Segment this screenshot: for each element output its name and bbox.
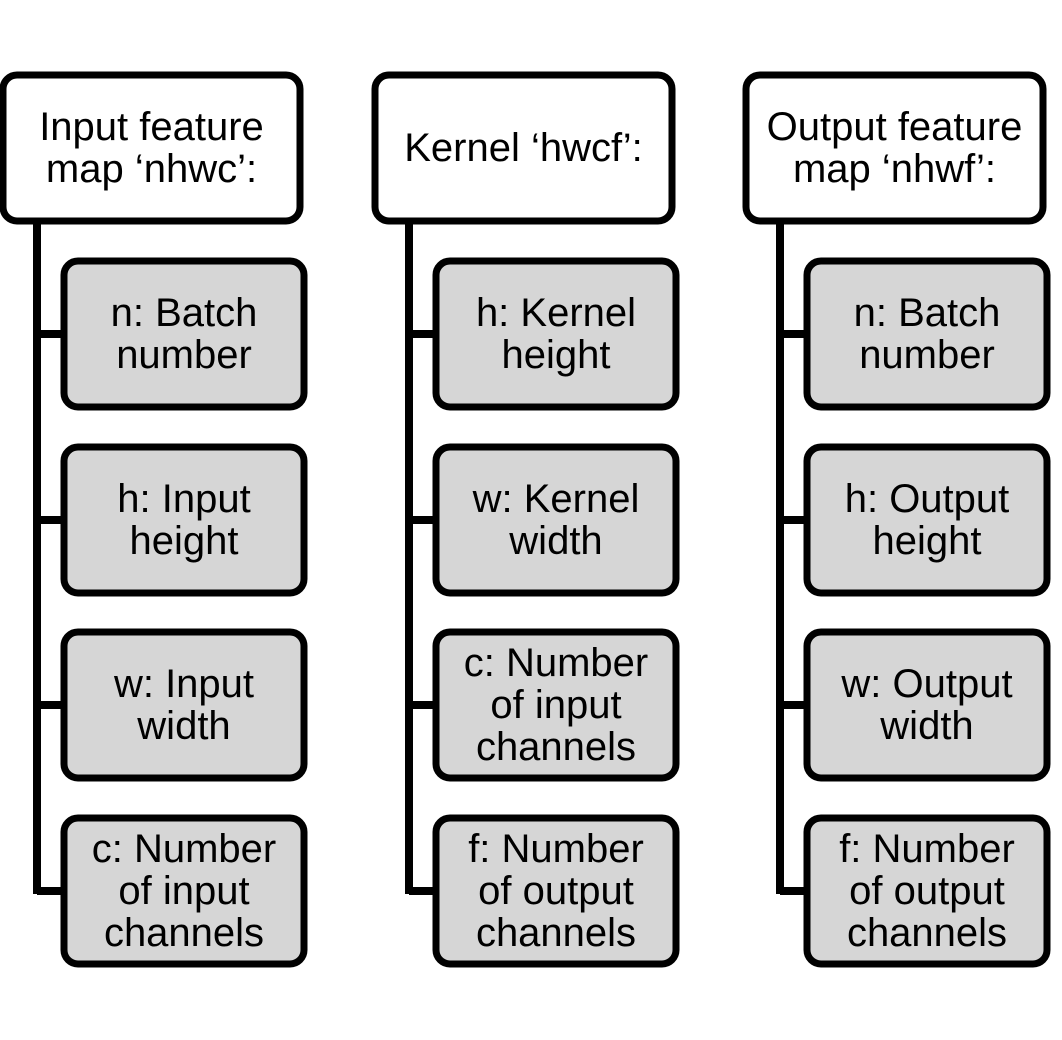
kernel-item-frame [432, 628, 680, 782]
input-item-text-line-2: width [136, 704, 230, 748]
output-item-text-line-1: n: Batch [854, 291, 1001, 335]
kernel-header-box: Kernel ‘hwcf’: [371, 71, 676, 225]
kernel-item-text-line-1: w: Kernel [472, 477, 640, 521]
input-item-text-line-2: height [130, 519, 239, 563]
output-item-frame [803, 443, 1051, 597]
output-item-text-line-2: height [873, 519, 982, 563]
input-item-frame [60, 443, 308, 597]
kernel-item-text-line-3: channels [476, 911, 636, 955]
input-item-frame [60, 257, 308, 411]
kernel-item-text-line-2: height [502, 333, 611, 377]
input-item-text-line-2: number [116, 333, 252, 377]
input-header-text-line-2: map ‘nhwc’: [46, 147, 257, 191]
kernel-item-text-line-2: width [508, 519, 602, 563]
output-item-text-line-1: h: Output [845, 477, 1010, 521]
output-item-text-line-2: number [859, 333, 995, 377]
output-item-text-line-1: w: Output [840, 662, 1012, 706]
output-item-frame [803, 628, 1051, 782]
kernel-item-text-line-2: of output [478, 869, 634, 913]
input-header-text-line-1: Input feature [39, 105, 264, 149]
output-header-frame [742, 71, 1047, 225]
input-header-frame [0, 71, 304, 225]
kernel-item-text-line-1: h: Kernel [476, 291, 636, 335]
kernel-item-frame [432, 257, 680, 411]
input-item-frame [60, 628, 308, 782]
output-header-text-line-1: Output feature [767, 105, 1023, 149]
kernel-item-text-line-1: c: Number [464, 641, 649, 685]
kernel-item-text-line-3: channels [476, 725, 636, 769]
input-item-text-line-1: n: Batch [111, 291, 258, 335]
output-item-text-line-3: channels [847, 911, 1007, 955]
output-header-text-line-2: map ‘nhwf’: [793, 147, 996, 191]
kernel-item-text-line-2: of input [490, 683, 621, 727]
input-item-text-line-1: w: Input [113, 662, 254, 706]
input-item-text-line-1: h: Input [117, 477, 250, 521]
output-item-frame [803, 257, 1051, 411]
output-item-text-line-2: of output [849, 869, 1005, 913]
input-item-text-line-3: channels [104, 911, 264, 955]
output-item-text-line-1: f: Number [839, 827, 1015, 871]
input-item-text-line-2: of input [118, 869, 249, 913]
kernel-item-text-line-1: f: Number [468, 827, 644, 871]
kernel-header-text-line-1: Kernel ‘hwcf’: [404, 126, 643, 170]
kernel-item-frame [432, 814, 680, 968]
output-item-frame [803, 814, 1051, 968]
input-item-text-line-1: c: Number [92, 827, 277, 871]
kernel-header-frame [371, 71, 676, 225]
input-item-frame [60, 814, 308, 968]
kernel-item-frame [432, 443, 680, 597]
output-item-text-line-2: width [879, 704, 973, 748]
